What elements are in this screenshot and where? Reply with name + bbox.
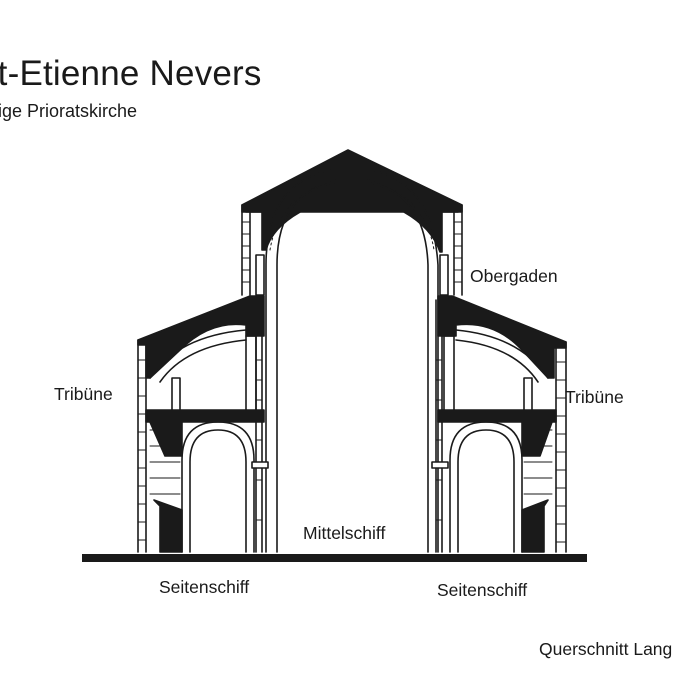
- right-aisle: [431, 295, 567, 553]
- clerestory-walls: [241, 204, 463, 296]
- label-tribune-right: Tribüne: [565, 387, 624, 407]
- label-seitenschiff-left: Seitenschiff: [159, 577, 250, 597]
- ground-line: [82, 554, 587, 562]
- label-tribune-left: Tribüne: [54, 384, 113, 404]
- left-aisle: [137, 295, 269, 553]
- drawing-subtitle: lige Prioratskirche: [0, 101, 138, 121]
- label-seitenschiff-right: Seitenschiff: [437, 580, 528, 600]
- drawing-title: nt-Etienne Nevers: [0, 54, 262, 93]
- caption-querschnitt: Querschnitt Lang: [539, 639, 673, 659]
- label-obergaden: Obergaden: [470, 266, 558, 286]
- nave-roof: [241, 149, 463, 253]
- nave-vault-arch: [265, 167, 439, 553]
- label-mittelschiff: Mittelschiff: [303, 523, 386, 543]
